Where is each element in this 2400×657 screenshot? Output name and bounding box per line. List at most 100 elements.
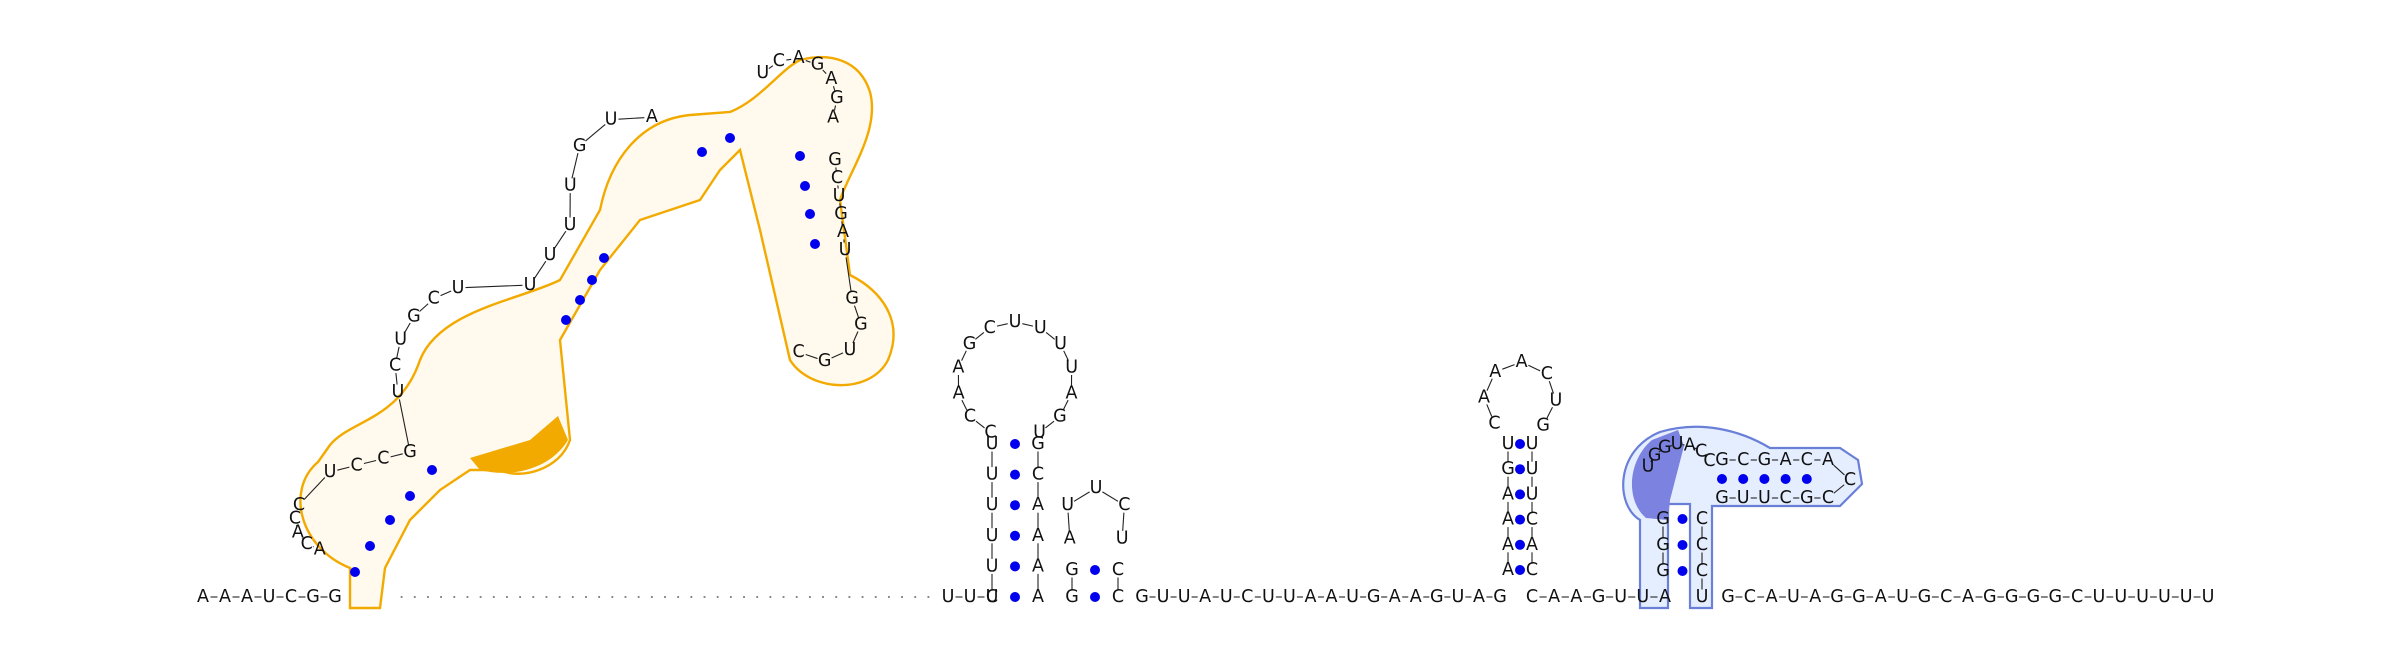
hairpin5-vertical3-nt: C <box>1696 561 1708 581</box>
hairpin5-loop-bond <box>1694 447 1697 450</box>
hairpin1-left-bond <box>419 303 429 312</box>
hairpin5-loop-nt: C <box>1695 441 1707 461</box>
hairpin1-left-nt: U <box>605 110 618 130</box>
hairpin3-stem3-nt: C <box>1112 560 1124 580</box>
hairpin5-arm-top-nt: C <box>1737 450 1749 470</box>
hairpin1-left-nt: C <box>377 449 389 469</box>
hairpin5-arm-bottom-nt: U <box>1737 488 1750 508</box>
backbone-5prime-nt: A <box>241 587 253 607</box>
hairpin2-pair <box>1010 439 1020 449</box>
backbone-3prime-nt: A <box>1766 587 1778 607</box>
hairpin2-stem3-nt: A <box>1032 495 1044 515</box>
hairpin4-stem5-nt: U <box>1502 434 1515 454</box>
hairpin1-left-bond <box>398 399 410 445</box>
linker2-nt: U <box>1614 587 1627 607</box>
backbone-3prime-nt: U <box>2093 587 2106 607</box>
highlight-region-hairpin5 <box>1622 425 1864 610</box>
hairpin3-loop-nt: U <box>1061 495 1074 515</box>
hairpin1-right-nt: U <box>833 186 846 206</box>
hairpin1-pair <box>365 541 375 551</box>
linker-nt: G <box>1430 587 1444 607</box>
hairpin1-left-nt: C <box>351 455 363 475</box>
hairpin2-loop-nt: C <box>984 318 996 338</box>
hairpin1-left-bond <box>440 290 452 297</box>
hairpin4-pair <box>1515 539 1525 550</box>
linker-nt: A <box>1304 587 1316 607</box>
hairpin5-arm-bond <box>1833 484 1845 494</box>
hairpin1-left-nt: G <box>403 442 417 462</box>
linker2-nt: A <box>1570 587 1582 607</box>
hairpin2-stem3-nt: G <box>1031 434 1045 454</box>
hairpin1-left-nt: A <box>646 107 658 127</box>
hairpin3-stem3-nt: C <box>1112 587 1124 607</box>
hairpin4-pair <box>1515 565 1525 575</box>
hairpin5-arm-top-nt: G <box>1715 450 1729 470</box>
hairpin2-loop-bond <box>1022 323 1034 327</box>
hairpin1-loop-nt: U <box>756 63 769 83</box>
linker2-nt: A <box>1659 587 1671 607</box>
hairpin2-loop-nt: A <box>953 383 965 403</box>
hairpin2-loop-bond <box>1045 332 1055 340</box>
hairpin1-left-bond <box>465 284 523 289</box>
linker2-nt: A <box>1548 587 1560 607</box>
hairpin4-stem5-nt: G <box>1501 459 1515 479</box>
hairpin1-pair <box>561 315 571 325</box>
hairpin4-stem5-nt: A <box>1502 535 1514 555</box>
backbone-3prime-nt: A <box>1875 587 1887 607</box>
hairpin5-loop-nt: G <box>1648 445 1662 465</box>
hairpin5-arm-bottom-nt: C <box>1822 488 1834 508</box>
hairpin3-pair <box>1090 565 1100 575</box>
hairpin1-pair <box>405 491 415 501</box>
hairpin5-arm-pair <box>1717 474 1727 484</box>
hairpin1-left-nt: C <box>293 495 305 515</box>
linker-nt: A <box>1389 587 1401 607</box>
hairpin3-loop-bond <box>1073 491 1090 502</box>
hairpin5-arm-pair <box>1738 474 1749 484</box>
backbone-5prime-nt: A <box>219 587 231 607</box>
hairpin4-stem5-nt: A <box>1502 560 1514 580</box>
backbone-3prime-nt: G <box>2048 587 2062 607</box>
hairpin2-stem5-nt: U <box>986 526 999 546</box>
hairpin5-loop-nt: C <box>1703 451 1715 471</box>
hairpin1-left-nt: U <box>544 245 557 265</box>
backbone-3prime-nt: U <box>2180 587 2193 607</box>
hairpin5-arm-top-nt: A <box>1822 450 1834 470</box>
hairpin5-vertical3-nt: C <box>1696 509 1708 529</box>
hairpin5-arm-bottom-nt: G <box>1800 488 1814 508</box>
hairpin1-left-bond <box>395 372 398 385</box>
hairpin1-right-bond <box>845 257 852 292</box>
hairpin2-loop-bond <box>975 332 985 340</box>
hairpin1-pair <box>795 151 805 161</box>
backbone-3prime-nt: U <box>1896 587 1909 607</box>
hairpin4-loop-nt: U <box>1549 391 1562 411</box>
hairpin1-left-nt: A <box>292 523 304 543</box>
hairpin5-vertical3-nt: C <box>1696 535 1708 555</box>
hairpin5-arm-bottom-nt: U <box>1758 488 1771 508</box>
hairpin1-right-nt: A <box>837 222 849 242</box>
hairpin3-stem5-nt: G <box>1065 560 1079 580</box>
hairpin2-pair <box>1010 561 1020 572</box>
hairpin3-pair <box>1090 592 1100 602</box>
hairpin1-right-bond <box>853 305 860 318</box>
hairpin1-left-nt: G <box>573 136 587 156</box>
hairpin1-left-nt: C <box>389 356 401 376</box>
hairpin1-right-bond <box>852 331 859 344</box>
hairpin1-loop-bond <box>832 86 836 92</box>
backbone-3prime-nt: C <box>2071 587 2083 607</box>
hairpin2-stem5-nt: U <box>986 587 999 607</box>
hairpin1-left-bond <box>363 459 377 465</box>
hairpin5-arm-top-nt: G <box>1758 450 1772 470</box>
hairpin2-pair <box>1010 530 1020 541</box>
backbone-3prime-nt: U <box>2136 587 2149 607</box>
backbone-3prime-nt: G <box>2027 587 2041 607</box>
backbone-3prime-nt: U <box>2158 587 2171 607</box>
hairpin4-stem3-nt: U <box>1526 484 1539 504</box>
hairpin2-loop-bond <box>996 323 1008 327</box>
linker-nt: U <box>1346 587 1359 607</box>
hairpin2-loop-nt: U <box>1065 357 1078 377</box>
hairpin5-vertical5-nt: G <box>1656 535 1670 555</box>
hairpin1-left-nt: G <box>407 307 421 327</box>
hairpin4-loop-nt: A <box>1478 387 1490 407</box>
hairpin1-left-bond <box>571 153 579 179</box>
hairpin2-loop-nt: U <box>1033 423 1046 443</box>
